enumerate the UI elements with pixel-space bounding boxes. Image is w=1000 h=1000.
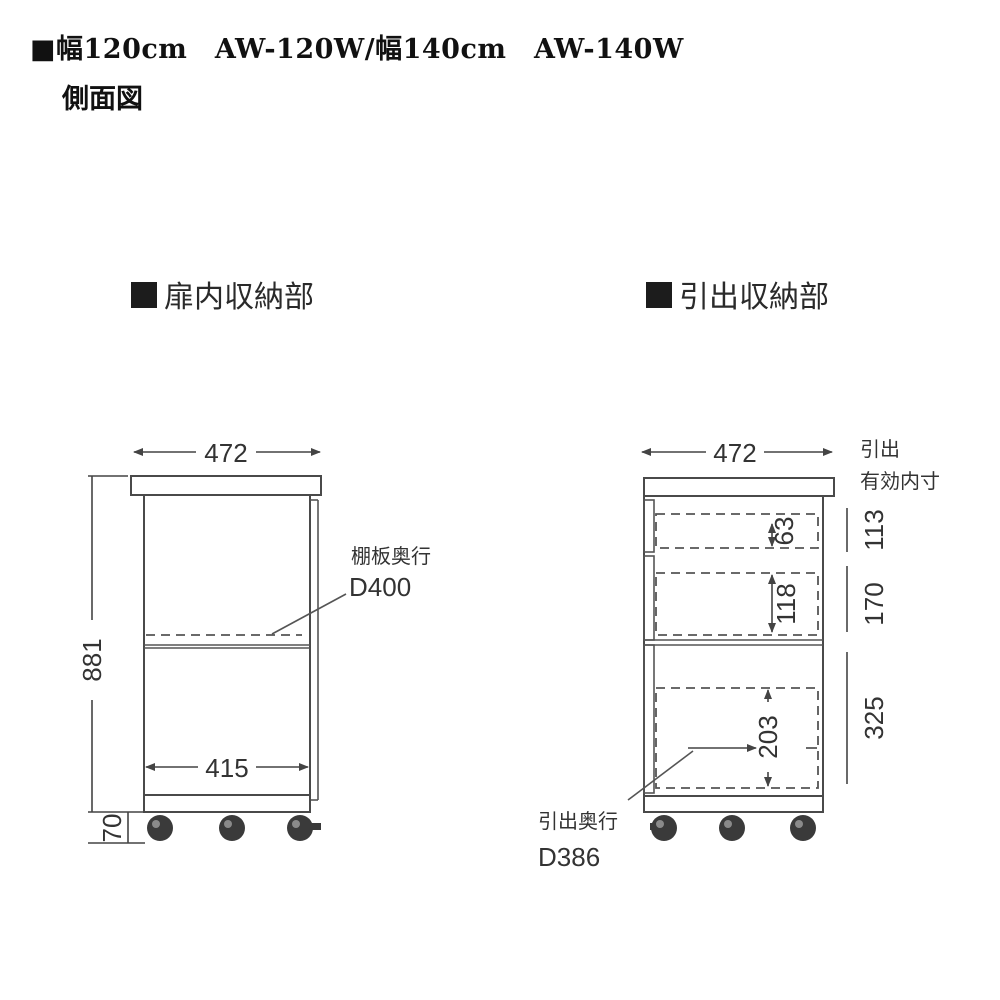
caster	[147, 815, 173, 841]
shelf-leader-line	[271, 593, 347, 635]
drawer-depth-label: 引出奥行	[538, 809, 618, 833]
right-casters	[650, 815, 816, 841]
caster	[287, 815, 313, 841]
left-section: 扉内収納部 472 415 棚板奥行 D400	[77, 280, 431, 844]
drawer-front-top	[643, 499, 655, 553]
bottom-drawer-inner-label: 203	[753, 715, 783, 758]
middle-drawer-inner-label: 118	[771, 583, 801, 624]
right-section-marker	[646, 282, 672, 308]
right-outer-width-dimension: 472	[641, 438, 833, 468]
left-top-panel	[130, 475, 322, 496]
right-section-title: 引出収納部	[679, 280, 829, 315]
shelf-depth-label: 棚板奥行	[351, 544, 431, 568]
left-base	[143, 794, 311, 813]
left-base-label: 70	[97, 814, 127, 843]
effective-dim-label-line1: 引出	[860, 437, 900, 461]
caster	[719, 815, 745, 841]
right-cabinet: 63 118 203	[627, 477, 835, 813]
left-outer-width-label: 472	[204, 438, 247, 468]
page-subtitle: 側面図	[62, 84, 143, 115]
drawer-front-middle	[643, 555, 655, 641]
top-drawer-outer-label: 113	[859, 509, 889, 550]
right-base	[643, 795, 824, 813]
bottom-drawer-outer-label: 325	[859, 696, 889, 739]
drawer-bottom-interior	[655, 687, 819, 789]
shelf-depth-value: D400	[349, 572, 411, 602]
left-height-label: 881	[77, 638, 107, 681]
right-top-panel	[643, 477, 835, 497]
effective-dim-label-line2: 有効内寸	[860, 469, 940, 493]
middle-drawer-outer-label: 170	[859, 582, 889, 625]
right-outer-width-label: 472	[713, 438, 756, 468]
drawer-front-bottom	[643, 644, 655, 794]
drawer-top-interior	[655, 513, 819, 549]
drawer-leader-line	[627, 750, 694, 801]
drawer-depth-value: D386	[538, 842, 600, 872]
left-base-dimension: 70	[88, 811, 145, 844]
top-drawer-inner-label: 63	[769, 517, 799, 546]
left-section-title: 扉内収納部	[164, 280, 314, 315]
left-outer-width-dimension: 472	[133, 438, 321, 468]
left-cabinet: 415	[130, 475, 347, 813]
page-header: ■幅120cm AW-120W/幅140cm AW-140W 側面図	[30, 30, 684, 120]
right-section: 引出収納部 472 引出 有効内寸 63	[538, 280, 940, 872]
page-title: ■幅120cm AW-120W/幅140cm AW-140W	[30, 34, 684, 65]
left-inner-width-label: 415	[205, 753, 248, 783]
caster	[651, 815, 677, 841]
left-casters	[147, 815, 321, 841]
drawer-middle-interior	[655, 572, 819, 636]
caster	[219, 815, 245, 841]
left-section-marker	[131, 282, 157, 308]
right-outer-drawer-dimensions: 113 170 325	[846, 508, 889, 784]
caster	[790, 815, 816, 841]
left-height-dimension: 881	[77, 475, 128, 812]
